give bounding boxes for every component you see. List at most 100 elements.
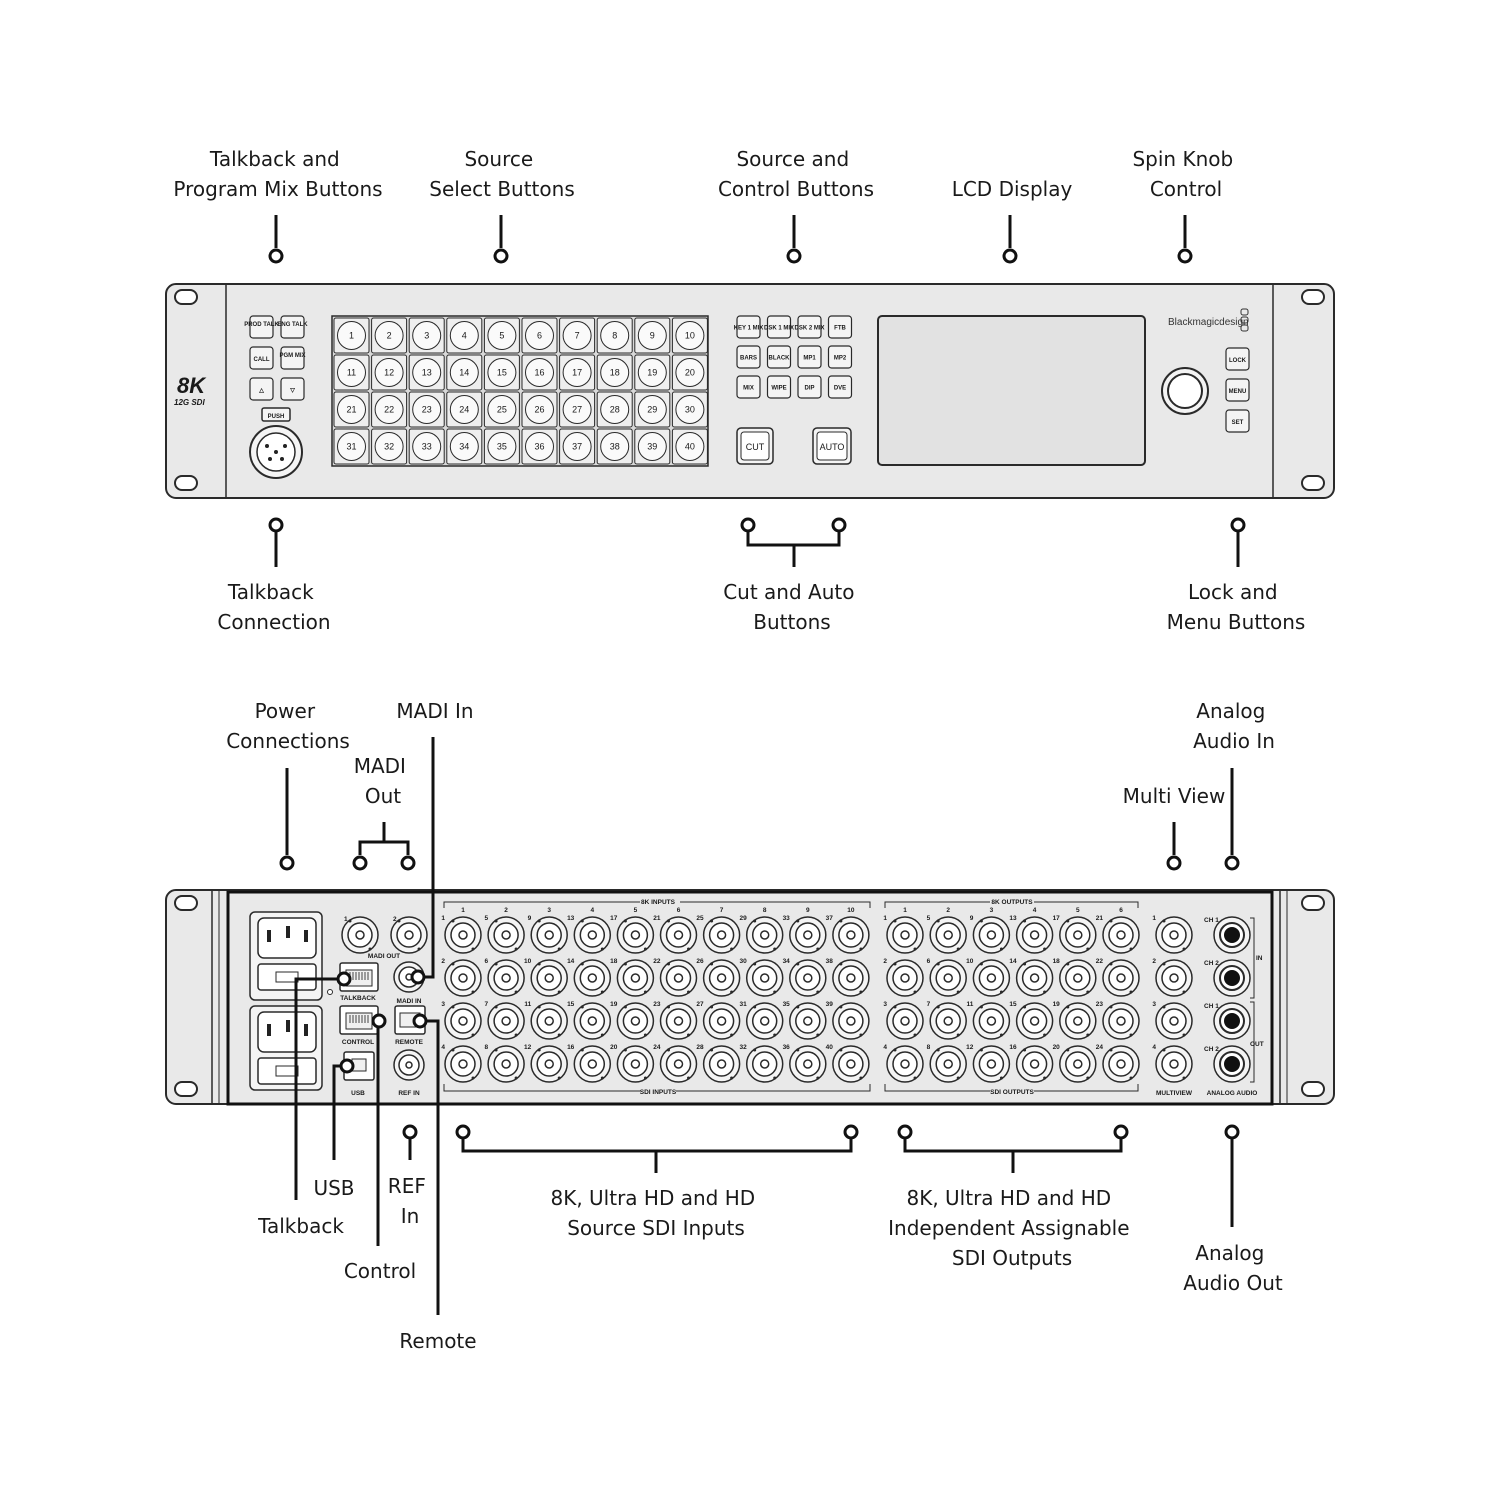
sdi-output-port[interactable]: [886, 916, 924, 954]
source-button[interactable]: 32: [371, 428, 408, 465]
control-button[interactable]: MP1: [797, 345, 822, 369]
analog-audio-jack[interactable]: [1213, 916, 1251, 954]
sdi-output-port[interactable]: [929, 959, 967, 997]
sdi-input-port[interactable]: [789, 959, 827, 997]
sdi-input-port[interactable]: [745, 1002, 784, 1040]
source-button[interactable]: 23: [408, 391, 445, 428]
sdi-input-port[interactable]: [832, 1002, 870, 1040]
talkback-button[interactable]: ENG TALK: [277, 315, 308, 339]
sdi-input-port[interactable]: [659, 1045, 698, 1083]
control-button[interactable]: BARS: [736, 345, 761, 369]
source-button[interactable]: 10: [671, 317, 708, 354]
source-button[interactable]: 28: [596, 391, 633, 428]
control-button[interactable]: DSK 2 MIX: [794, 315, 825, 339]
sdi-input-port[interactable]: [659, 959, 698, 997]
sdi-input-port[interactable]: [832, 1045, 870, 1083]
sdi-output-port[interactable]: [1102, 916, 1140, 954]
sdi-input-port[interactable]: [659, 916, 698, 954]
source-button[interactable]: 22: [371, 391, 408, 428]
talkback-button[interactable]: CALL: [249, 346, 274, 370]
sdi-output-port[interactable]: [972, 1045, 1011, 1083]
sdi-output-port[interactable]: [1015, 959, 1054, 997]
talkback-button[interactable]: PGM MIX: [279, 346, 306, 370]
source-button[interactable]: 36: [521, 428, 558, 465]
source-button[interactable]: 7: [559, 317, 596, 354]
madi-out-port[interactable]: [341, 916, 379, 954]
sdi-output-port[interactable]: [929, 1045, 967, 1083]
sdi-input-port[interactable]: [616, 1002, 655, 1040]
source-button[interactable]: 13: [408, 354, 445, 391]
sdi-input-port[interactable]: [832, 959, 870, 997]
sdi-output-port[interactable]: [1102, 1002, 1140, 1040]
source-button[interactable]: 38: [596, 428, 633, 465]
sdi-output-port[interactable]: [1015, 1045, 1054, 1083]
source-button[interactable]: 18: [596, 354, 633, 391]
sdi-input-port[interactable]: [444, 916, 482, 954]
control-button[interactable]: BLACK: [766, 345, 792, 369]
source-button[interactable]: 6: [521, 317, 558, 354]
sdi-output-port[interactable]: [972, 916, 1011, 954]
source-button[interactable]: 30: [671, 391, 708, 428]
source-button[interactable]: 31: [333, 428, 370, 465]
sdi-input-port[interactable]: [487, 959, 525, 997]
source-button[interactable]: 16: [521, 354, 558, 391]
source-button[interactable]: 1: [333, 317, 370, 354]
sdi-output-port[interactable]: [972, 1002, 1011, 1040]
sdi-input-port[interactable]: [789, 1045, 827, 1083]
sdi-output-port[interactable]: [886, 1002, 924, 1040]
source-button[interactable]: 21: [333, 391, 370, 428]
control-port[interactable]: [339, 1005, 379, 1035]
sdi-input-port[interactable]: [530, 959, 568, 997]
sdi-input-port[interactable]: [702, 916, 741, 954]
sdi-input-port[interactable]: [573, 1045, 612, 1083]
source-button[interactable]: 27: [559, 391, 596, 428]
sdi-input-port[interactable]: [530, 916, 568, 954]
control-button[interactable]: FTB: [827, 315, 853, 339]
cut-button[interactable]: CUT: [736, 427, 774, 465]
sdi-input-port[interactable]: [487, 916, 525, 954]
sdi-input-port[interactable]: [487, 1002, 525, 1040]
multiview-port[interactable]: [1155, 1002, 1193, 1040]
source-button[interactable]: 15: [483, 354, 520, 391]
source-button[interactable]: 35: [483, 428, 520, 465]
control-button[interactable]: WIPE: [766, 375, 792, 399]
source-button[interactable]: 5: [483, 317, 520, 354]
source-button[interactable]: 9: [634, 317, 671, 354]
sdi-output-port[interactable]: [1059, 1045, 1097, 1083]
source-button[interactable]: 37: [559, 428, 596, 465]
sdi-output-port[interactable]: [1059, 916, 1097, 954]
power-inlet-1[interactable]: [249, 911, 333, 1001]
sdi-input-port[interactable]: [573, 959, 612, 997]
sdi-output-port[interactable]: [1102, 959, 1140, 997]
source-button[interactable]: 14: [446, 354, 483, 391]
sdi-output-port[interactable]: [1059, 959, 1097, 997]
sdi-input-port[interactable]: [616, 1045, 655, 1083]
sdi-input-port[interactable]: [444, 1045, 482, 1083]
sdi-input-port[interactable]: [702, 959, 741, 997]
sdi-input-port[interactable]: [530, 1002, 568, 1040]
sdi-input-port[interactable]: [573, 916, 612, 954]
sdi-input-port[interactable]: [444, 1002, 482, 1040]
control-button[interactable]: DSK 1 MIX: [764, 315, 794, 339]
source-button[interactable]: 11: [333, 354, 370, 391]
control-button[interactable]: DIP: [797, 375, 822, 399]
talkback-button[interactable]: ▽: [280, 377, 305, 401]
source-button[interactable]: 29: [634, 391, 671, 428]
sdi-output-port[interactable]: [1059, 1002, 1097, 1040]
sdi-input-port[interactable]: [832, 916, 870, 954]
multiview-port[interactable]: [1155, 1045, 1193, 1083]
sdi-input-port[interactable]: [530, 1045, 568, 1083]
control-button[interactable]: MIX: [736, 375, 761, 399]
spin-knob[interactable]: [1161, 367, 1209, 415]
sdi-input-port[interactable]: [487, 1045, 525, 1083]
sdi-output-port[interactable]: [929, 916, 967, 954]
side-button-set[interactable]: SET: [1225, 409, 1250, 433]
source-button[interactable]: 26: [521, 391, 558, 428]
talkback-button[interactable]: △: [249, 377, 274, 401]
sdi-output-port[interactable]: [929, 1002, 967, 1040]
source-button[interactable]: 2: [371, 317, 408, 354]
source-button[interactable]: 4: [446, 317, 483, 354]
analog-audio-jack[interactable]: [1213, 1002, 1251, 1040]
sdi-input-port[interactable]: [702, 1045, 741, 1083]
source-button[interactable]: 19: [634, 354, 671, 391]
